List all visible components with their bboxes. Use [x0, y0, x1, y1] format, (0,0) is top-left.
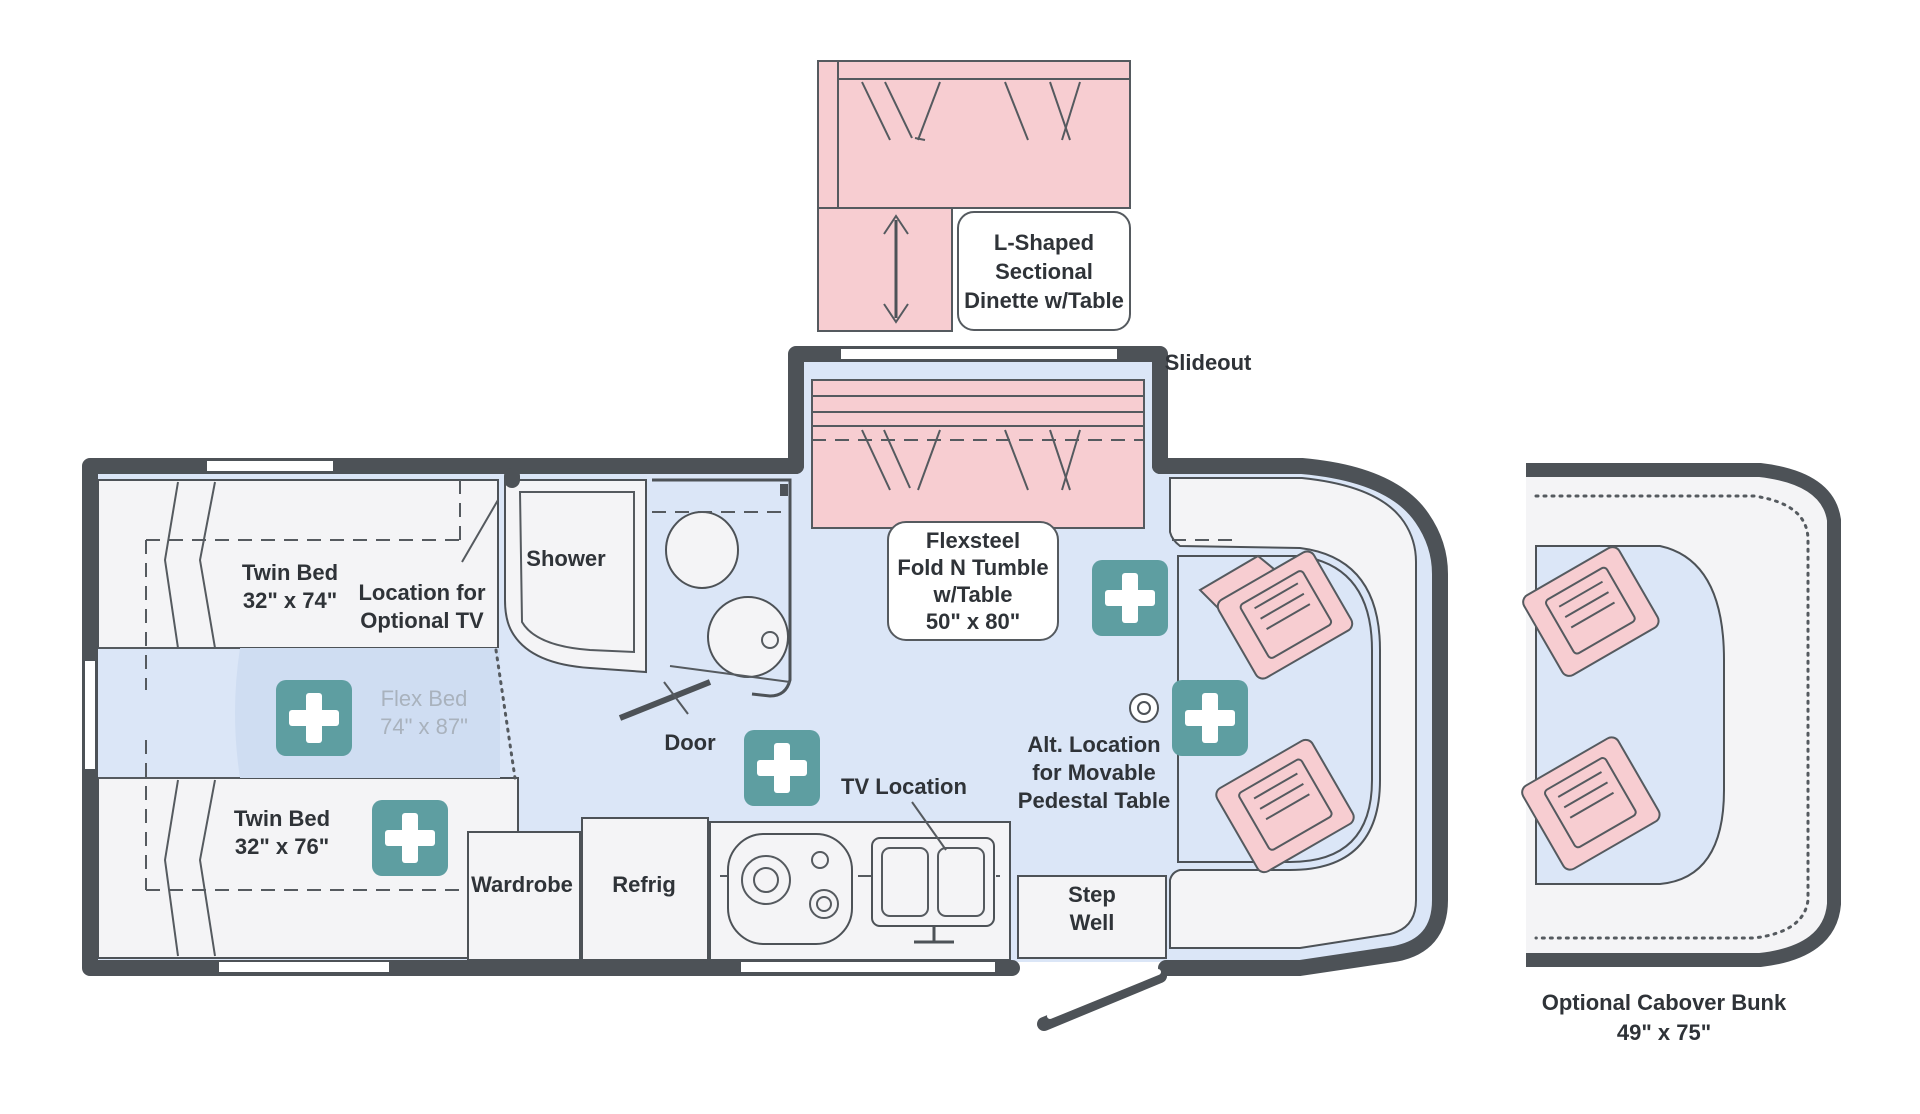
dinette-sectional-side: [817, 207, 953, 332]
alt-location-label-line2: for Movable: [1032, 760, 1155, 785]
seatbelt-markers: [276, 560, 1248, 876]
flex-bed-label-line1: Flex Bed: [381, 686, 468, 711]
wardrobe: [467, 831, 581, 961]
twin-bed-bottom-label-line1: Twin Bed: [234, 806, 330, 831]
cabover-seat-top: [1522, 546, 1660, 677]
twin-bed-top-label-line1: Twin Bed: [242, 560, 338, 585]
window-galley: [739, 960, 997, 974]
dinette-seat-marks: [861, 81, 1081, 141]
wardrobe-label: Wardrobe: [471, 872, 573, 897]
flexsteel-label-line3: w/Table: [932, 582, 1012, 607]
cabover-label-line1: Optional Cabover Bunk: [1542, 990, 1787, 1015]
dinette-back-top: [817, 60, 1131, 80]
toilet-icon: [665, 511, 739, 589]
dinette-sectional-top: [817, 60, 1131, 209]
optional-tv-label-line1: Location for: [358, 580, 486, 605]
slideout-label: Slideout: [1165, 350, 1252, 375]
seatbelt-cross-icon: [372, 800, 448, 876]
window-rear-end: [83, 659, 97, 771]
flexsteel-label-line4: 50" x 80": [926, 609, 1020, 634]
flexsteel-label-line2: Fold N Tumble: [897, 555, 1048, 580]
twin-bed-bottom: [97, 777, 519, 959]
twin-bed-bottom-label-line2: 32" x 76": [235, 834, 329, 859]
bed-top-pillow: [163, 481, 179, 649]
bath-door: [618, 679, 712, 721]
refrigerator: [581, 817, 709, 961]
step-well-label-line1: Step: [1068, 882, 1116, 907]
seatbelt-cross-icon: [1092, 560, 1168, 636]
seatbelt-cross-icon: [1172, 680, 1248, 756]
window-rear-bottom: [217, 960, 391, 974]
step-well-label-line2: Well: [1070, 910, 1115, 935]
window-slideout: [839, 347, 1119, 361]
alt-location-label-line1: Alt. Location: [1027, 732, 1160, 757]
cabover-seat-bottom: [1521, 736, 1661, 871]
flex-bed-area: [235, 648, 500, 778]
dinette-label-line1: L-Shaped: [994, 230, 1094, 255]
flex-bed-label-line2: 74" x 87": [380, 714, 468, 739]
shower: [504, 479, 647, 674]
dinette-label-line3: Dinette w/Table: [964, 288, 1124, 313]
dinette-slideout-detail: L-Shaped Sectional Dinette w/Table: [817, 60, 1131, 332]
cooktop-icon: [727, 833, 853, 945]
double-arrow-icon: [883, 214, 909, 324]
seatbelt-cross-icon: [276, 680, 352, 756]
window-rear-top: [205, 459, 335, 473]
door-leader: [663, 681, 689, 715]
tv-location-label: TV Location: [841, 774, 967, 799]
galley-sink-icon: [871, 837, 995, 944]
driver-seat: [1215, 738, 1355, 874]
alt-location-label-line3: Pedestal Table: [1018, 788, 1170, 813]
entry-door: [1037, 969, 1167, 1031]
flexsteel-label-box: [887, 521, 1059, 641]
cabover-label-line2: 49" x 75": [1617, 1020, 1711, 1045]
sink-icon: [707, 596, 789, 678]
twin-bed-top-label-line2: 32" x 74": [243, 588, 337, 613]
flexsteel-seat-marks: [861, 429, 1081, 491]
pedestal-icon: [1129, 693, 1159, 723]
flexsteel-sofa: [811, 379, 1145, 529]
optional-tv-label-line2: Optional TV: [360, 608, 484, 633]
flexsteel-label-line1: Flexsteel: [926, 528, 1020, 553]
cabover-bunk-detail: [1521, 463, 1841, 967]
dinette-label-box: [957, 211, 1131, 331]
step-well: [1017, 875, 1167, 959]
refrig-label: Refrig: [612, 872, 676, 897]
dinette-label-line2: Sectional: [995, 259, 1093, 284]
door-label: Door: [664, 730, 716, 755]
cab-area: [1169, 477, 1417, 949]
seatbelt-cross-icon: [744, 730, 820, 806]
passenger-seat: [1198, 550, 1354, 680]
tv-location-leader: [911, 801, 947, 851]
optional-tv-leader: [461, 499, 499, 563]
shower-label: Shower: [526, 546, 606, 571]
